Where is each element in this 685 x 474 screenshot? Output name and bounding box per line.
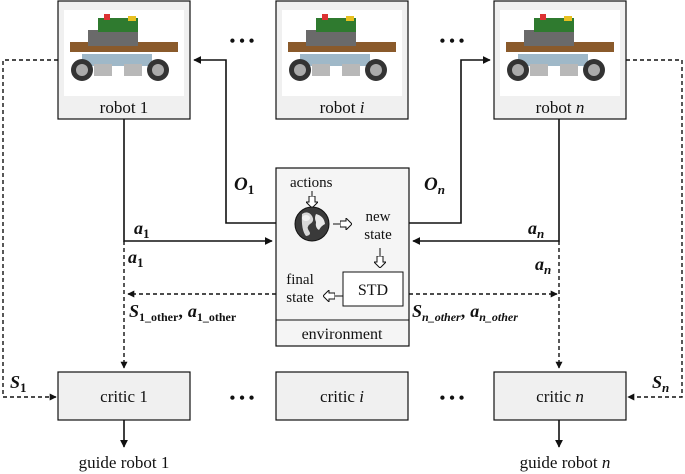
- critic-n-box: critic n: [493, 371, 627, 421]
- s1-other-label: S1_other,a1_other: [129, 301, 237, 324]
- new-state-label-1: new: [366, 209, 391, 225]
- globe-icon: [294, 206, 330, 242]
- an-top-label: an: [528, 218, 544, 241]
- environment-label: environment: [302, 326, 383, 343]
- critics-ellipsis-left: • • •: [230, 390, 255, 407]
- s1-state-arrow: [2, 59, 58, 401]
- sn-other-label: Sn_other,an_other: [412, 301, 518, 324]
- final-state-label-2: state: [286, 290, 314, 306]
- critic-1-label: critic 1: [100, 387, 148, 406]
- std-box: [342, 271, 404, 307]
- robots-ellipsis-left: • • •: [230, 33, 255, 50]
- guide-robot-1-label: guide robot 1: [79, 453, 170, 472]
- critic-1-box: critic 1: [57, 371, 191, 421]
- o1-observation-arrow: [193, 56, 276, 224]
- sn-state-arrow: [626, 59, 683, 401]
- sn-label: Sn: [652, 372, 669, 395]
- robot-n-image: [506, 14, 614, 81]
- critic-n-label: critic n: [536, 387, 584, 406]
- robot-i-label: robot i: [320, 98, 365, 117]
- new-state-label-2: state: [364, 227, 392, 243]
- robot-n-label: robot n: [536, 98, 585, 117]
- robot-i-image: [288, 14, 396, 81]
- a1-top-label: a1: [134, 218, 150, 241]
- a1-bottom-label: a1: [128, 247, 144, 270]
- on-observation-arrow: [409, 56, 491, 224]
- environment-box: environment actions new state STD final …: [275, 167, 410, 347]
- an-bottom-label: an: [535, 254, 551, 277]
- robot-1-label: robot 1: [100, 98, 149, 117]
- s1-label: S1: [10, 372, 27, 395]
- robot-i-box: robot i: [275, 0, 409, 120]
- critic-i-box: critic i: [275, 371, 409, 421]
- actions-label: actions: [290, 175, 333, 191]
- critic-i-label: critic i: [320, 387, 364, 406]
- guide-robot-n-label: guide robot n: [520, 453, 611, 472]
- robot-1-box: robot 1: [57, 0, 191, 120]
- final-state-label-1: final: [286, 272, 314, 288]
- critics-ellipsis-right: • • •: [440, 390, 465, 407]
- robot-1-image: [70, 14, 178, 81]
- on-label: On: [424, 174, 445, 197]
- std-label: STD: [358, 282, 388, 299]
- robots-ellipsis-right: • • •: [440, 33, 465, 50]
- robot-n-box: robot n: [493, 0, 627, 120]
- o1-label: O1: [234, 174, 254, 197]
